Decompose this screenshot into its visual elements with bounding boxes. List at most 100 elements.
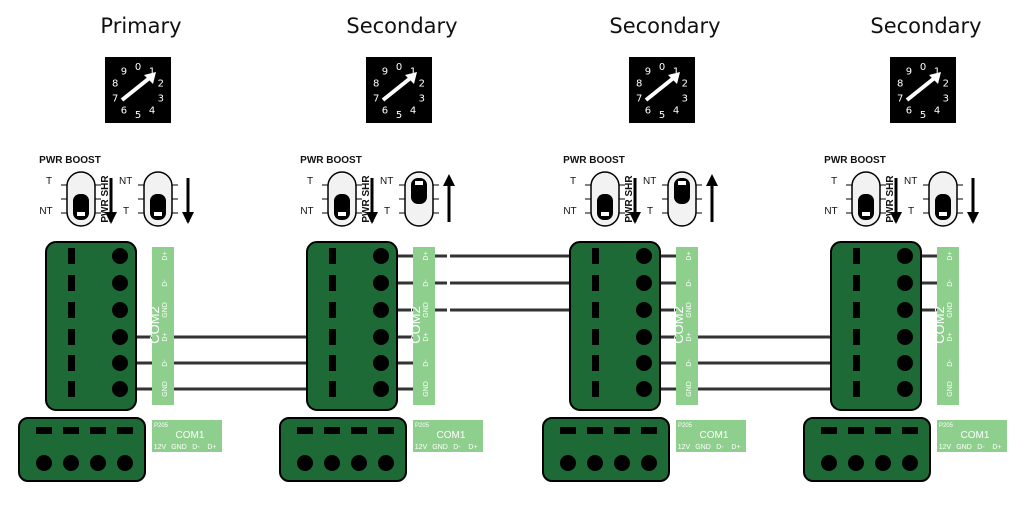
com2-pin-label: D+: [947, 251, 954, 260]
com1-terminal-screw: [614, 455, 630, 471]
com2-terminal-slot: [853, 275, 860, 291]
com1-terminal-slot: [297, 427, 313, 434]
dial-body: [366, 57, 432, 123]
com2-terminal-screw: [112, 355, 128, 371]
dial-arrow: [668, 72, 680, 84]
switch-knob-mark: [601, 212, 609, 216]
arrow-head: [105, 212, 117, 224]
com2-label-strip: [152, 247, 174, 405]
com2-terminal-slot: [592, 248, 599, 264]
dial-digit: 1: [410, 67, 416, 78]
pwr-shr-switch: [138, 171, 194, 227]
com1-terminal-slot: [875, 427, 891, 434]
com1-pin-label: D-: [192, 444, 200, 451]
arrow-head: [629, 212, 641, 224]
com2-terminal-screw: [636, 355, 652, 371]
switch-knob-mark: [338, 212, 346, 216]
com2-terminal-slot: [329, 275, 336, 291]
dial-digit: 2: [158, 79, 164, 90]
com1-terminal-slot: [324, 427, 340, 434]
dial-digit: 7: [373, 93, 379, 104]
arrow-head: [706, 174, 718, 186]
boost-t-label: T: [831, 176, 837, 187]
com2-pin-label: GND: [947, 381, 954, 397]
com1-pin-label: D-: [977, 444, 985, 451]
dial-digit: 6: [121, 105, 127, 116]
pwr-boost-switch: [322, 171, 378, 227]
com2-label-strip: [413, 247, 435, 405]
com2-pin-label: GND: [162, 302, 169, 318]
dial-digit: 6: [382, 105, 388, 116]
com1-label-strip: [152, 420, 222, 452]
arrow-down-icon: [967, 178, 979, 224]
dial-digit: 6: [645, 105, 651, 116]
com1-pin-label: 12V: [678, 444, 691, 451]
pwr-boost-label: PWR BOOST: [300, 155, 362, 166]
com2-title: COM2: [932, 306, 947, 344]
dial-digit: 3: [682, 93, 688, 104]
shr-nt-label: NT: [119, 176, 132, 187]
dial-digit: 4: [410, 105, 416, 116]
com2-pin-label: D+: [423, 332, 430, 341]
dial-digit: 2: [682, 79, 688, 90]
pwr-boost-label: PWR BOOST: [824, 155, 886, 166]
switch-knob: [935, 194, 951, 220]
dial-digit: 8: [636, 79, 642, 90]
pwr-shr-switch: [662, 171, 718, 227]
com1-terminal-screw: [848, 455, 864, 471]
com2-terminal-screw: [897, 381, 913, 397]
dial-digit: 9: [906, 67, 912, 78]
dial-digit: 3: [943, 93, 949, 104]
dial-digit: 6: [906, 105, 912, 116]
com1-pin-label: GND: [695, 444, 711, 451]
pwr-boost-label: PWR BOOST: [563, 155, 625, 166]
switch-knob-mark: [415, 181, 423, 185]
com2-terminal-slot: [853, 248, 860, 264]
com2-terminal-slot: [329, 381, 336, 397]
pwr-shr-label: PWR SHR: [885, 175, 896, 223]
dial-pointer: [381, 74, 415, 102]
dial-digit: 1: [673, 67, 679, 78]
dial-arrow: [929, 72, 941, 84]
com2-terminal-screw: [373, 302, 389, 318]
dial-digit: 7: [636, 93, 642, 104]
com2-terminal-slot: [853, 302, 860, 318]
unit-title: Primary: [100, 14, 181, 38]
com1-terminal-screw: [587, 455, 603, 471]
arrow-down-icon: [182, 178, 194, 224]
arrow-head: [182, 212, 194, 224]
com2-terminal-screw: [373, 381, 389, 397]
pwr-boost-switch: [846, 171, 902, 227]
switch-knob: [858, 194, 874, 220]
dial-digit: 1: [934, 67, 940, 78]
dial-digit: 4: [934, 105, 940, 116]
com2-terminal-screw: [636, 329, 652, 345]
dial-digit: 9: [382, 67, 388, 78]
com1-terminal-screw: [560, 455, 576, 471]
com1-terminal-screw: [36, 455, 52, 471]
pwr-shr-label: PWR SHR: [100, 175, 111, 223]
boost-nt-label: NT: [39, 206, 52, 217]
pwr-boost-switch: [585, 171, 641, 227]
com1-pin-label: D-: [716, 444, 724, 451]
com2-pin-label: D-: [423, 359, 430, 367]
com2-terminal-screw: [897, 248, 913, 264]
arrow-head: [967, 212, 979, 224]
com1-label-strip: [937, 420, 1007, 452]
com1-title: COM1: [700, 430, 729, 441]
com1-terminal-slot: [560, 427, 576, 434]
com2-pin-label: GND: [162, 381, 169, 397]
dial-digit: 5: [659, 110, 665, 121]
com2-pin-label: D-: [162, 359, 169, 367]
arrow-head: [366, 212, 378, 224]
com2-terminal-slot: [592, 381, 599, 397]
dial-digit: 0: [396, 62, 402, 73]
com2-label-strip: [937, 247, 959, 405]
dial-pointer: [644, 74, 678, 102]
com2-title: COM2: [408, 306, 423, 344]
com2-terminal-screw: [897, 302, 913, 318]
p205-label: P205: [415, 423, 430, 429]
